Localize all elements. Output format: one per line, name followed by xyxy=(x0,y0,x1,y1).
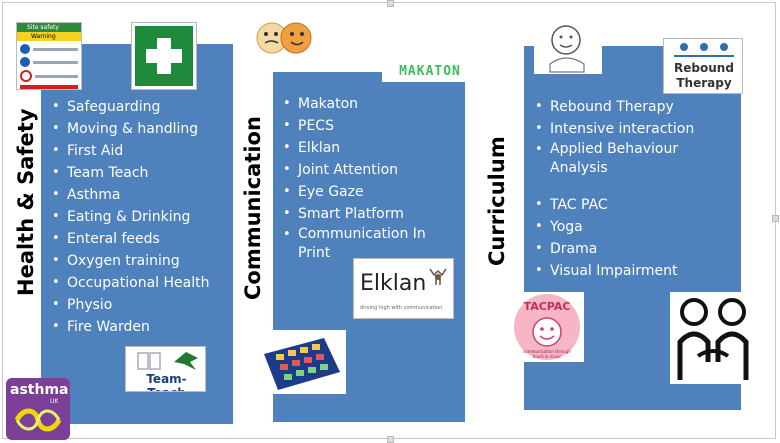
safety-sign-warning: Warning xyxy=(17,32,81,41)
communication-list: Makaton PECS Elklan Joint Attention Eye … xyxy=(282,93,432,263)
communication-title: Communication xyxy=(241,116,265,300)
health-safety-list: Safeguarding Moving & handling First Aid… xyxy=(51,96,231,338)
first-aid-cross-icon xyxy=(146,38,182,74)
resize-handle-top[interactable] xyxy=(387,0,394,7)
list-item: Communication In Print xyxy=(282,225,432,263)
resize-handle-right[interactable] xyxy=(772,215,779,222)
hardhat-icon xyxy=(20,44,30,54)
faces-image xyxy=(252,20,316,56)
elklan-wordmark: Elklan xyxy=(360,271,427,296)
list-item: Safeguarding xyxy=(51,96,231,118)
list-item: Visual Impairment xyxy=(534,260,704,282)
two-people-icon xyxy=(677,298,749,380)
eagle-icon xyxy=(174,352,198,370)
people-icon xyxy=(137,352,161,370)
list-item: Smart Platform xyxy=(282,203,432,225)
safety-sign-header: Site safety xyxy=(17,23,81,32)
elklan-tagline: driving high with communication xyxy=(360,305,443,311)
list-item: TAC PAC xyxy=(534,194,704,216)
list-item: Physio xyxy=(51,294,231,316)
first-aid-image xyxy=(131,22,197,90)
list-item: Elklan xyxy=(282,137,432,159)
asthma-sub: UK xyxy=(50,398,59,405)
list-item: Makaton xyxy=(282,93,432,115)
trampoline-people-icon xyxy=(674,43,734,57)
list-item: Applied Behaviour Analysis xyxy=(534,140,704,178)
safety-sign-image: Site safety Warning xyxy=(16,22,82,90)
health-safety-title: Health & Safety xyxy=(14,108,38,296)
makaton-logo: MAKATON xyxy=(382,62,478,82)
asthma-uk-logo: asthma UK xyxy=(6,378,70,440)
intensive-interaction-image xyxy=(670,292,756,384)
list-item: First Aid xyxy=(51,140,231,162)
team-teach-logo: Team-Teach xyxy=(125,346,206,392)
list-item: Moving & handling xyxy=(51,118,231,140)
smiley-sketch-icon xyxy=(549,25,585,73)
list-item: Fire Warden xyxy=(51,316,231,338)
sketch-face-image xyxy=(534,20,602,74)
list-item: Eating & Drinking xyxy=(51,206,231,228)
list-item: Oxygen training xyxy=(51,250,231,272)
boots-icon xyxy=(20,57,30,67)
tacpac-wordmark: TACPAC xyxy=(523,300,571,313)
list-item: Asthma xyxy=(51,184,231,206)
list-item: Team Teach xyxy=(51,162,231,184)
rebound-line1: Rebound xyxy=(674,61,734,75)
list-item: Intensive interaction xyxy=(534,118,704,140)
list-item: Drama xyxy=(534,238,704,260)
no-entry-icon xyxy=(20,70,32,82)
team-teach-wordmark: Team-Teach xyxy=(146,372,187,391)
list-item: Eye Gaze xyxy=(282,181,432,203)
tacpac-badge-icon xyxy=(514,294,580,360)
mask-faces-icon xyxy=(256,22,312,54)
makaton-wordmark: MAKATON xyxy=(399,64,461,79)
list-item: Rebound Therapy xyxy=(534,96,704,118)
rebound-therapy-logo: Rebound Therapy xyxy=(663,38,743,94)
list-item: Joint Attention xyxy=(282,159,432,181)
list-item: Occupational Health xyxy=(51,272,231,294)
symbol-board-icon xyxy=(264,338,340,390)
asthma-wordmark: asthma xyxy=(10,382,69,398)
tacpac-logo: TACPAC communication through touch & mus… xyxy=(510,292,584,362)
list-item: Enteral feeds xyxy=(51,228,231,250)
curriculum-title: Curriculum xyxy=(485,136,509,266)
list-item: PECS xyxy=(282,115,432,137)
curriculum-list: Rebound Therapy Intensive interaction Ap… xyxy=(534,96,704,282)
resize-handle-bottom[interactable] xyxy=(387,436,394,443)
tacpac-ring-text: communication through touch & music xyxy=(523,349,571,359)
elklan-logo: Elklan driving high with communication xyxy=(353,258,454,319)
rebound-line2: Therapy xyxy=(676,76,732,90)
moose-icon xyxy=(429,268,447,285)
list-item: Yoga xyxy=(534,216,704,238)
knot-icon xyxy=(14,408,62,432)
communication-board-image xyxy=(254,330,346,394)
